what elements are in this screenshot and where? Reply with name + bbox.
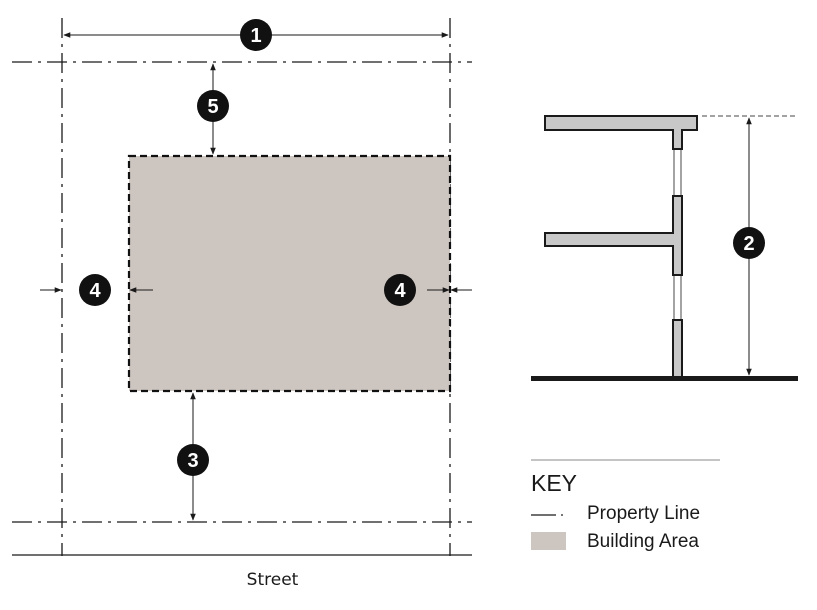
callout-badge-4-right: 4 xyxy=(384,274,416,306)
svg-text:3: 3 xyxy=(187,450,198,472)
svg-text:2: 2 xyxy=(743,233,754,255)
svg-text:4: 4 xyxy=(394,280,406,302)
callout-badge-1: 1 xyxy=(240,19,272,51)
callout-badge-4-left: 4 xyxy=(79,274,111,306)
building-area-swatch xyxy=(531,532,566,550)
street-label: Street xyxy=(246,570,299,590)
key-title: KEY xyxy=(531,470,578,496)
ground-line xyxy=(531,376,798,381)
callout-badge-2: 2 xyxy=(733,227,765,259)
key-item-property-line: Property Line xyxy=(587,503,701,524)
callout-badge-3: 3 xyxy=(177,444,209,476)
key-item-building-area: Building Area xyxy=(587,531,699,552)
building-section xyxy=(544,115,698,378)
callout-badge-5: 5 xyxy=(197,90,229,122)
svg-text:5: 5 xyxy=(207,96,218,118)
svg-text:1: 1 xyxy=(250,25,261,47)
building-area xyxy=(127,154,452,393)
svg-text:4: 4 xyxy=(89,280,101,302)
property-lines xyxy=(12,18,472,556)
